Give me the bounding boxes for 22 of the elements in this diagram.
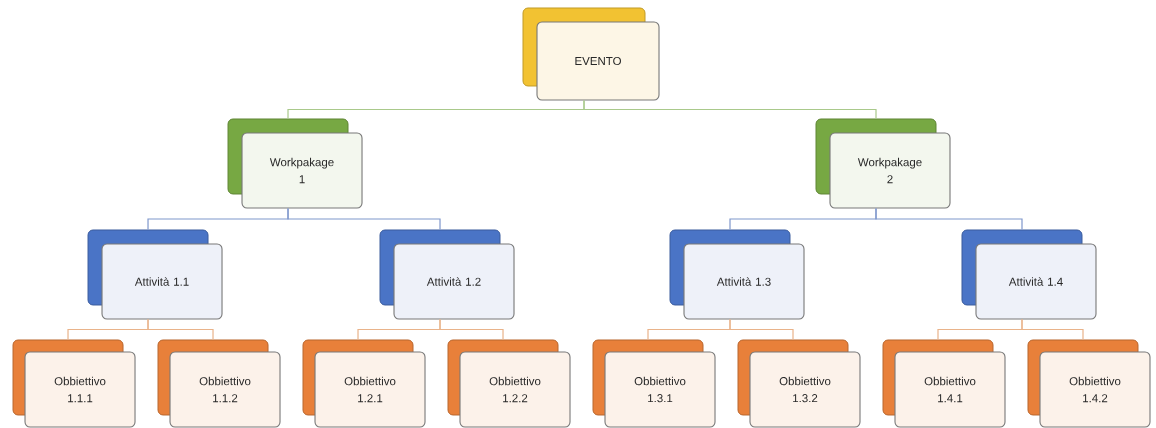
org-box: Obbiettivo 1.4.2 [1027,339,1151,428]
org-box: Workpakage 1 [227,118,363,209]
connector-line [1021,318,1084,341]
connector-line [583,99,877,120]
org-box: Obbiettivo 1.1.2 [157,339,281,428]
org-box: Obbiettivo 1.3.1 [592,339,716,428]
org-box: EVENTO [522,7,660,101]
connector-line [287,207,441,231]
connector-line [875,207,1023,231]
org-box: Attività 1.1 [87,229,223,320]
org-box: Obbiettivo 1.4.1 [882,339,1006,428]
org-box: Attività 1.3 [669,229,805,320]
connector-line [439,318,504,341]
org-box: Obbiettivo 1.1.1 [12,339,136,428]
org-box: Obbiettivo 1.2.2 [447,339,571,428]
org-box: Obbiettivo 1.2.1 [302,339,426,428]
org-box: Obbiettivo 1.3.2 [737,339,861,428]
connector-line [729,318,794,341]
connector-line [147,318,214,341]
org-box: Workpakage 2 [815,118,951,209]
org-box: Attività 1.2 [379,229,515,320]
org-box: Attività 1.4 [961,229,1097,320]
